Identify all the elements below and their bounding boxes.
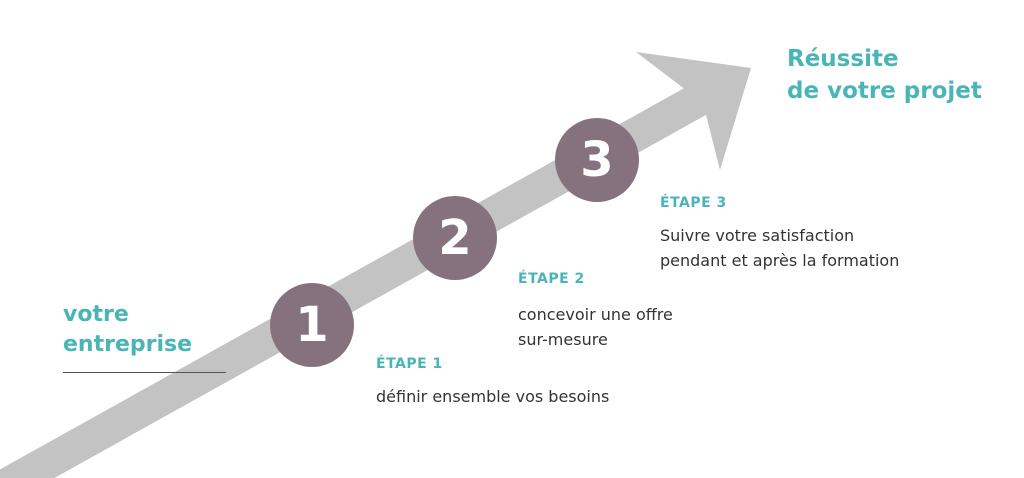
step-3-circle: 3 <box>555 118 639 202</box>
step-3-number: 3 <box>580 132 614 188</box>
step-2-description-line-1: concevoir une offre <box>518 305 673 324</box>
step-2-title: ÉTAPE 2 <box>518 271 585 287</box>
step-1-title: ÉTAPE 1 <box>376 356 443 372</box>
start-label: votre entreprise <box>63 300 192 360</box>
arrow-head <box>636 52 751 170</box>
step-1-number: 1 <box>295 297 329 353</box>
start-label-line-2: entreprise <box>63 332 193 357</box>
step-2-description-line-2: sur-mesure <box>518 330 608 349</box>
step-1-description-line-1: définir ensemble vos besoins <box>376 387 610 406</box>
step-3-description-line-2: pendant et après la formation <box>660 251 900 270</box>
step-3-title: ÉTAPE 3 <box>660 195 727 211</box>
step-1-description: définir ensemble vos besoins <box>376 384 609 409</box>
start-label-line-1: votre <box>63 302 129 327</box>
goal-label-line-2: de votre projet <box>787 78 982 104</box>
goal-label: Réussite de votre projet <box>787 43 982 107</box>
step-3-description-line-1: Suivre votre satisfaction <box>660 226 855 245</box>
step-2-number: 2 <box>438 210 472 266</box>
step-2-description: concevoir une offre sur-mesure <box>518 302 673 352</box>
goal-label-line-1: Réussite <box>787 46 899 72</box>
step-3-description: Suivre votre satisfaction pendant et apr… <box>660 223 899 273</box>
start-underline <box>63 372 226 373</box>
step-2-circle: 2 <box>413 196 497 280</box>
step-1-circle: 1 <box>270 283 354 367</box>
